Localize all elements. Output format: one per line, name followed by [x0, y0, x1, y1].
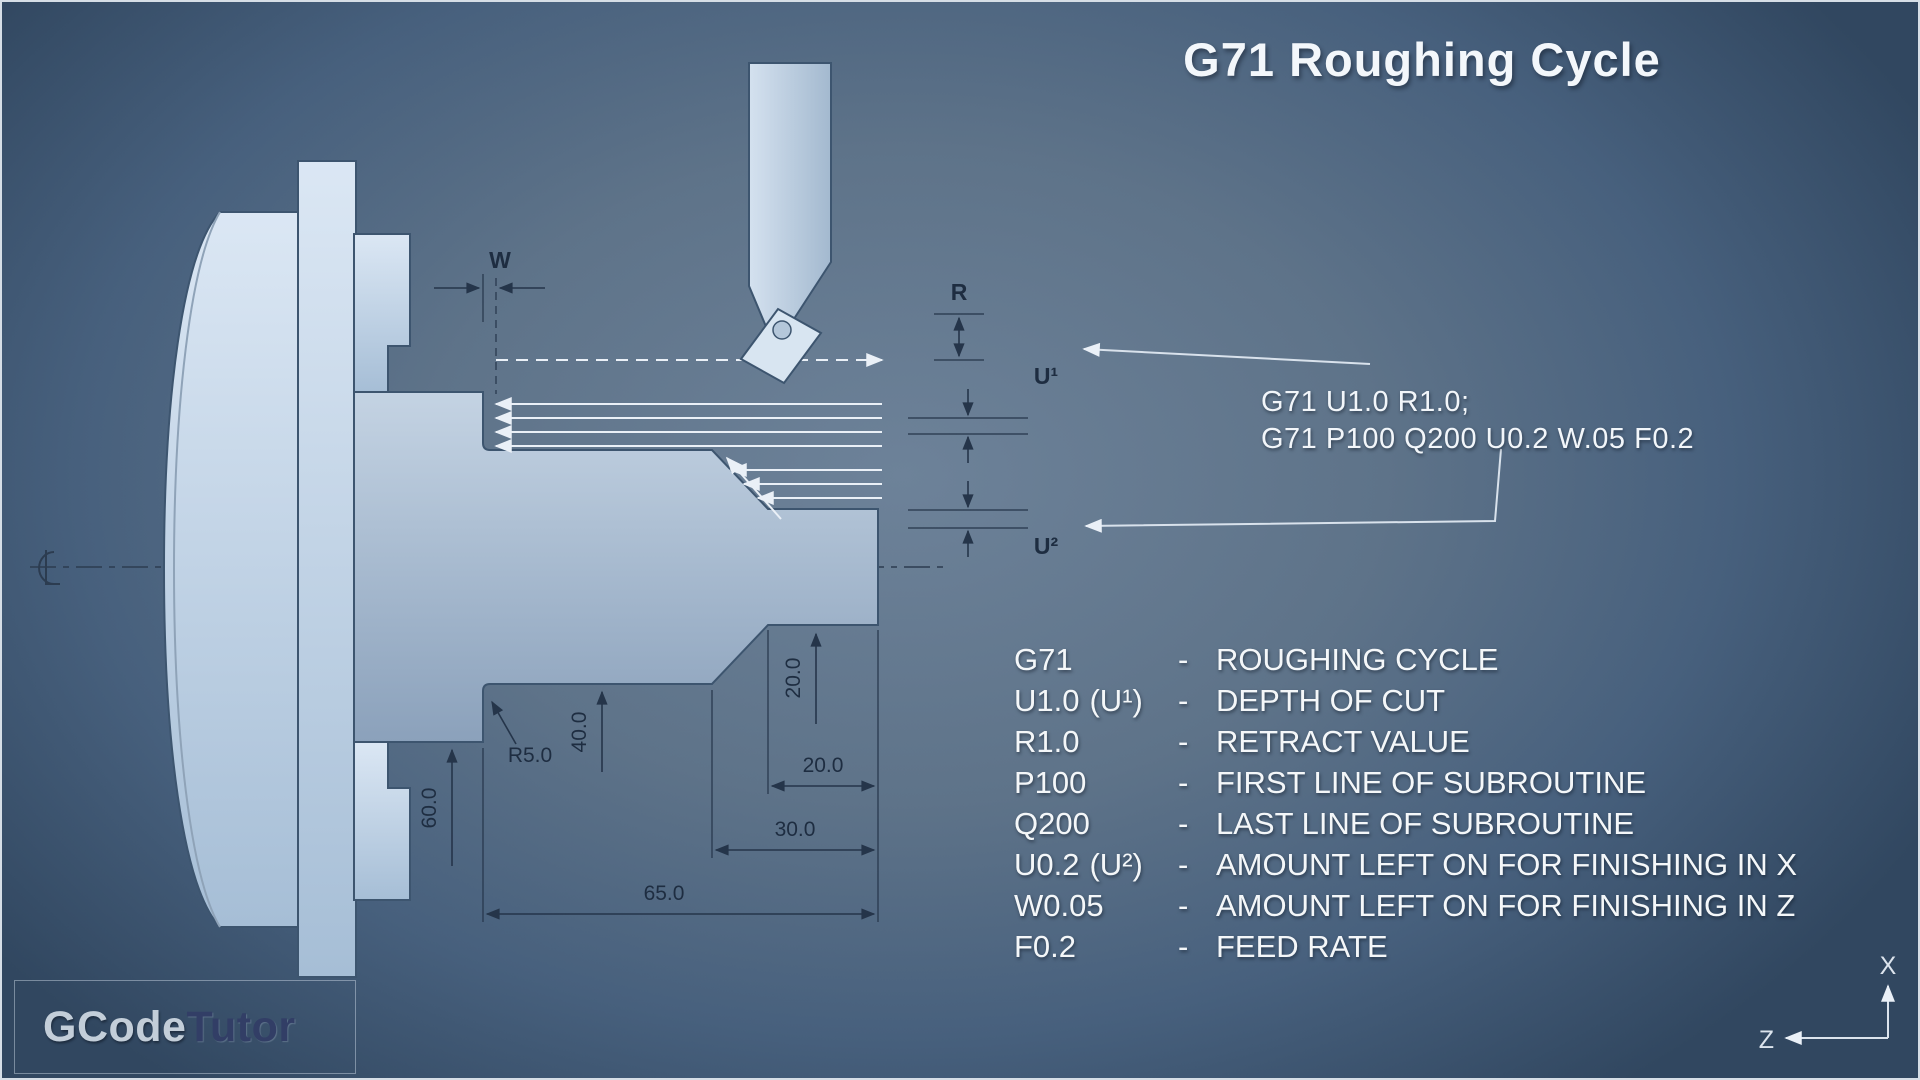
- legend-row-u02: U0.2(U²) - AMOUNT LEFT ON FOR FINISHING …: [1014, 844, 1797, 885]
- legend-desc: FEED RATE: [1216, 928, 1388, 964]
- len65-label: 65.0: [644, 882, 685, 905]
- code-pointer-top: [1082, 342, 1371, 365]
- legend-desc: ROUGHING CYCLE: [1216, 641, 1499, 677]
- parameter-legend: G71 - ROUGHING CYCLE U1.0(U¹) - DEPTH OF…: [1014, 639, 1797, 967]
- u2-label: U²: [1034, 533, 1059, 559]
- axis-x-label: X: [1880, 952, 1897, 980]
- legend-separator: -: [1178, 764, 1189, 800]
- len30-label: 30.0: [775, 818, 816, 841]
- gcode-callout: G71 U1.0 R1.0; G71 P100 Q200 U0.2 W.05 F…: [1261, 384, 1694, 458]
- legend-row-r1: R1.0 - RETRACT VALUE: [1014, 721, 1797, 762]
- legend-desc: DEPTH OF CUT: [1216, 682, 1446, 718]
- legend-param: F0.2: [1014, 928, 1077, 964]
- fillet-label: R5.0: [508, 744, 552, 767]
- page-title: G71 Roughing Cycle: [1183, 33, 1661, 86]
- insert-screw-icon: [772, 320, 792, 340]
- chuck-faceplate: [297, 160, 357, 978]
- gcode-line-2: G71 P100 Q200 U0.2 W.05 F0.2: [1261, 423, 1695, 455]
- legend-note: (U¹): [1089, 682, 1143, 718]
- legend-param: U1.0: [1014, 682, 1080, 718]
- legend-desc: FIRST LINE OF SUBROUTINE: [1216, 764, 1647, 800]
- roughing-passes: [494, 353, 884, 520]
- retract-dimension: R: [934, 279, 984, 361]
- legend-param: G71: [1014, 641, 1073, 677]
- legend-row-q200: Q200 - LAST LINE OF SUBROUTINE: [1014, 803, 1797, 844]
- chuck-body-curve: [172, 211, 221, 928]
- legend-desc: AMOUNT LEFT ON FOR FINISHING IN X: [1216, 846, 1798, 882]
- chamfer-pass: [725, 456, 782, 520]
- legend-row-f02: F0.2 - FEED RATE: [1014, 926, 1797, 967]
- legend-row-p100: P100 - FIRST LINE OF SUBROUTINE: [1014, 762, 1797, 803]
- w-allowance-dimension: W: [434, 247, 545, 394]
- u1-depth-dimension: U¹: [908, 363, 1058, 463]
- fillet-leader: [491, 700, 517, 745]
- legend-desc: LAST LINE OF SUBROUTINE: [1216, 805, 1635, 841]
- legend-separator: -: [1178, 641, 1189, 677]
- u2-allowance-dimension: U²: [908, 481, 1058, 559]
- tool-holder: [748, 62, 832, 351]
- legend-param: Q200: [1014, 805, 1090, 841]
- legend-separator: -: [1178, 846, 1189, 882]
- legend-desc: RETRACT VALUE: [1216, 723, 1470, 759]
- code-pointer-bottom: [1084, 448, 1502, 533]
- legend-param: P100: [1014, 764, 1087, 800]
- legend-param: R1.0: [1014, 723, 1080, 759]
- chuck-jaw-bottom: [353, 741, 411, 901]
- legend-separator: -: [1178, 928, 1189, 964]
- legend-row-g71: G71 - ROUGHING CYCLE: [1014, 639, 1797, 680]
- workpiece: [353, 391, 879, 743]
- legend-separator: -: [1178, 887, 1189, 923]
- cutting-tool: [739, 62, 832, 385]
- tool-insert: [739, 307, 823, 385]
- len20-label: 20.0: [803, 754, 844, 777]
- gcode-line-1: G71 U1.0 R1.0;: [1261, 386, 1470, 418]
- legend-param: W0.05: [1014, 887, 1104, 923]
- retract-label: R: [951, 279, 968, 305]
- legend-separator: -: [1178, 682, 1189, 718]
- logo-text-tutor: Tutor: [186, 1002, 296, 1051]
- legend-row-w005: W0.05 - AMOUNT LEFT ON FOR FINISHING IN …: [1014, 885, 1797, 926]
- dia40-label: 40.0: [568, 712, 591, 753]
- legend-desc: AMOUNT LEFT ON FOR FINISHING IN Z: [1216, 887, 1796, 923]
- logo-text-gcode: GCode: [43, 1002, 187, 1051]
- lathe-chuck: [162, 160, 411, 978]
- w-label: W: [489, 247, 511, 273]
- legend-separator: -: [1178, 805, 1189, 841]
- centerline-symbol-icon: [38, 550, 60, 585]
- legend-row-u1: U1.0(U¹) - DEPTH OF CUT: [1014, 680, 1797, 721]
- u1-label: U¹: [1034, 363, 1058, 389]
- chuck-body: [162, 211, 311, 928]
- profile-dimensions: R5.0 60.0 40.0 20.0 20.0 30.0 65.0: [418, 630, 879, 922]
- legend-note: (U²): [1089, 846, 1143, 882]
- dia60-label: 60.0: [418, 788, 441, 829]
- legend-separator: -: [1178, 723, 1189, 759]
- axis-indicator: X Z: [1759, 952, 1897, 1054]
- chuck-jaw-top: [353, 233, 411, 393]
- legend-param: U0.2: [1014, 846, 1080, 882]
- axis-z-label: Z: [1759, 1026, 1774, 1054]
- dia20-label: 20.0: [782, 658, 805, 699]
